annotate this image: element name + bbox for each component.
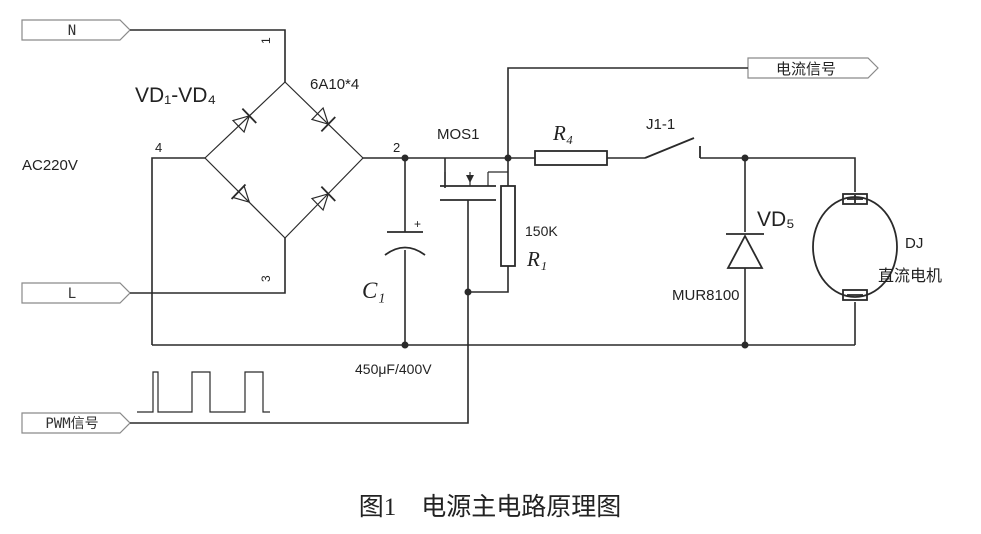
diode-vd4	[310, 186, 336, 212]
wires	[130, 29, 856, 424]
r4-label: R₄	[552, 121, 573, 145]
bridge-rectifier	[204, 81, 364, 239]
pwm-waveform	[137, 371, 270, 413]
motor-name-label: DJ	[905, 235, 923, 252]
diode-vd5	[726, 233, 764, 269]
node-2-label: 2	[393, 140, 400, 155]
node-1-label: 1	[259, 37, 273, 44]
port-pwm-label: PWM信号	[45, 416, 98, 432]
figure-caption: 图1 电源主电路原理图	[359, 493, 622, 521]
bridge-part-label: 6A10*4	[310, 76, 359, 93]
diode-part-label: MUR8100	[672, 287, 740, 304]
r1-value-label: 150K	[525, 223, 558, 239]
port-n: N	[21, 19, 131, 41]
dc-motor	[812, 193, 898, 301]
node-4-label: 4	[155, 140, 162, 155]
port-l-label: L	[68, 286, 76, 302]
port-n-label: N	[68, 23, 76, 39]
diode-vd2	[310, 106, 336, 132]
relay-contact-j1	[644, 137, 701, 159]
node-3-label: 3	[259, 275, 273, 282]
r1-label: R₁	[526, 247, 547, 271]
relay-label: J1-1	[646, 116, 675, 133]
cap-value-label: 450μF/400V	[355, 361, 432, 377]
port-l: L	[21, 282, 131, 304]
diode-vd5-label: VD₅	[757, 208, 795, 231]
ac-source-label: AC220V	[22, 157, 78, 174]
diode-vd1	[231, 108, 257, 134]
mosfet-label: MOS1	[437, 126, 480, 143]
resistor-r4	[534, 150, 608, 166]
motor-desc-label: 直流电机	[878, 267, 942, 285]
cap-label: C₁	[362, 278, 385, 303]
port-current-label: 电流信号	[776, 61, 836, 78]
mosfet-mos1	[440, 171, 508, 201]
junctions	[401, 154, 749, 349]
capacitor-c1: +	[384, 217, 426, 256]
diode-vd3	[230, 183, 251, 204]
resistor-r1	[500, 185, 516, 267]
cap-plus: +	[414, 217, 421, 231]
port-current-signal: 电流信号	[747, 57, 879, 79]
port-pwm: PWM信号	[21, 412, 131, 434]
bridge-name-label: VD₁-VD₄	[135, 84, 216, 107]
